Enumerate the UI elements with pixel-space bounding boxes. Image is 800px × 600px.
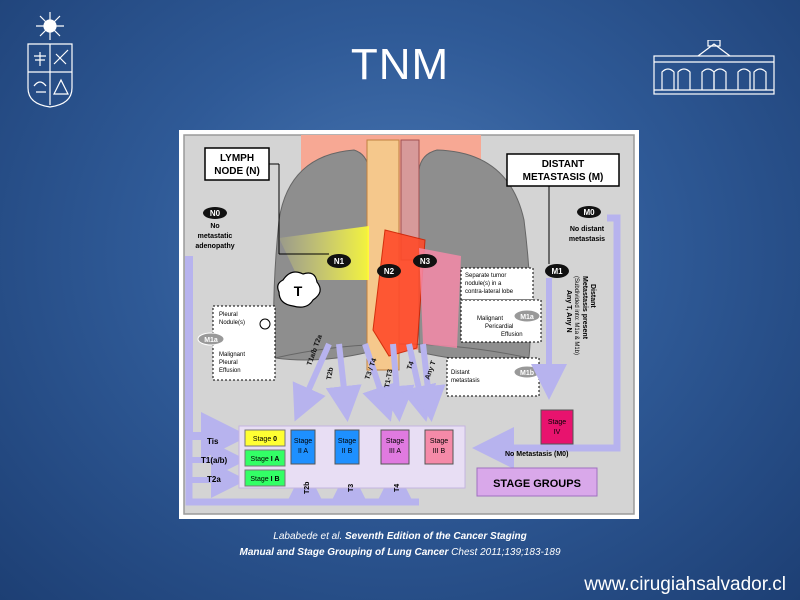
stage-1a-label: Stage I A: [251, 456, 280, 463]
m1a-right-badge: M1a: [520, 314, 534, 321]
pericardial-3: Effusion: [501, 332, 523, 338]
stage-4-label-1: Stage: [548, 419, 566, 426]
m1-label-1: Distant: [589, 284, 596, 308]
lymph-node-title-2: NODE (N): [214, 166, 260, 177]
label-t4-bottom: T4: [394, 484, 401, 492]
citation-line-2: Manual and Stage Grouping of Lung Cancer…: [239, 547, 561, 558]
tnm-staging-diagram: LYMPH NODE (N) DISTANT METASTASIS (M) N0…: [179, 130, 639, 519]
stage-groups-label: STAGE GROUPS: [493, 478, 581, 490]
separate-nodule-1: Separate tumor: [465, 273, 506, 279]
hospital-building-logo: [653, 40, 775, 95]
stage-4-label-2: IV: [554, 429, 561, 436]
stage-3a-label-1: Stage: [386, 438, 404, 445]
n2-badge: N2: [384, 267, 395, 276]
label-t2b-bottom: T2b: [304, 482, 311, 494]
n3-zone: [419, 248, 461, 348]
pleural-effusion-2: Pleural: [219, 360, 238, 366]
n3-badge: N3: [420, 257, 431, 266]
tumor-label: T: [294, 283, 303, 299]
stage-3b-box: [424, 429, 454, 465]
website-url[interactable]: www.cirugiahsalvador.cl: [584, 574, 786, 595]
stage-1b-box: [244, 469, 286, 487]
arrow-label-t2b: T2b: [326, 367, 335, 380]
tumor-shape: [277, 271, 321, 308]
label-t1ab: T1(a/b): [201, 456, 228, 465]
arrow-label-t1-t3: T1-T3: [384, 369, 394, 389]
label-tis: Tis: [207, 437, 219, 446]
n2-zone: [372, 229, 426, 357]
pleural-effusion-1: Malignant: [219, 352, 245, 358]
stage-3b-label-2: III B: [433, 448, 446, 455]
stage-2a-label-1: Stage: [294, 438, 312, 445]
stage-3b-label-1: Stage: [430, 438, 448, 445]
label-t3-bottom: T3: [348, 484, 355, 492]
stage-2b-label-2: II B: [342, 448, 353, 455]
label-t2a: T2a: [207, 475, 221, 484]
arrow-label-t4: T4: [406, 361, 415, 371]
citation-line-1: Lababede et al. Seventh Edition of the C…: [273, 531, 527, 542]
pericardial-1: Malignant: [477, 316, 503, 322]
pericardial-2: Pericardial: [485, 324, 513, 330]
m1-badge: M1: [551, 267, 563, 276]
m1-label-2: Metastasis present: [581, 276, 588, 340]
separate-nodule-2: nodule(s) in a: [465, 281, 502, 287]
slide-title: TNM: [350, 40, 450, 89]
stage-groups-box: [476, 467, 598, 497]
stage-0-label: Stage 0: [253, 436, 277, 443]
stage-2b-box: [334, 429, 360, 465]
stage-2a-box: [290, 429, 316, 465]
n0-label-1: No: [210, 223, 219, 230]
stage-0-box: [244, 429, 286, 447]
lymph-node-title-1: LYMPH: [220, 153, 254, 164]
stage-1a-box: [244, 449, 286, 467]
m0-label-1: No distant: [570, 226, 605, 233]
stage-3a-label-2: III A: [389, 448, 401, 455]
stage-2b-label-1: Stage: [338, 438, 356, 445]
m0-label-2: metastasis: [569, 236, 605, 243]
m1-label-4: Any T, Any N: [565, 290, 572, 333]
pleural-nodule-1: Pleural: [219, 312, 238, 318]
n0-label-3: adenopathy: [195, 243, 234, 250]
n1-badge: N1: [334, 257, 345, 266]
n0-badge: N0: [210, 209, 221, 218]
m1b-badge: M1b: [520, 370, 534, 377]
stage-3a-box: [380, 429, 410, 465]
stage-2a-label-2: II A: [298, 448, 308, 455]
no-metastasis-label: No Metastasis (M0): [505, 451, 568, 458]
university-seal-logo: [27, 12, 73, 108]
stage-4-box: [540, 409, 574, 445]
distant-met-1: Distant: [451, 370, 470, 376]
n1-zone: [279, 226, 369, 280]
m1a-left-badge: M1a: [204, 337, 218, 344]
pleural-nodule-2: Nodule(s): [219, 320, 245, 326]
m1-label-3: (Subdivided into: M1a & M1b): [573, 276, 579, 355]
distant-metastasis-title-2: METASTASIS (M): [523, 172, 604, 183]
n0-label-2: metastatic: [198, 233, 233, 240]
distant-met-2: metastasis: [451, 378, 480, 384]
separate-nodule-3: contra-lateral lobe: [465, 289, 514, 295]
stage-1b-label: Stage I B: [250, 476, 279, 483]
distant-metastasis-title-1: DISTANT: [542, 159, 585, 170]
pleural-effusion-3: Effusion: [219, 368, 241, 374]
m0-badge: M0: [583, 208, 595, 217]
